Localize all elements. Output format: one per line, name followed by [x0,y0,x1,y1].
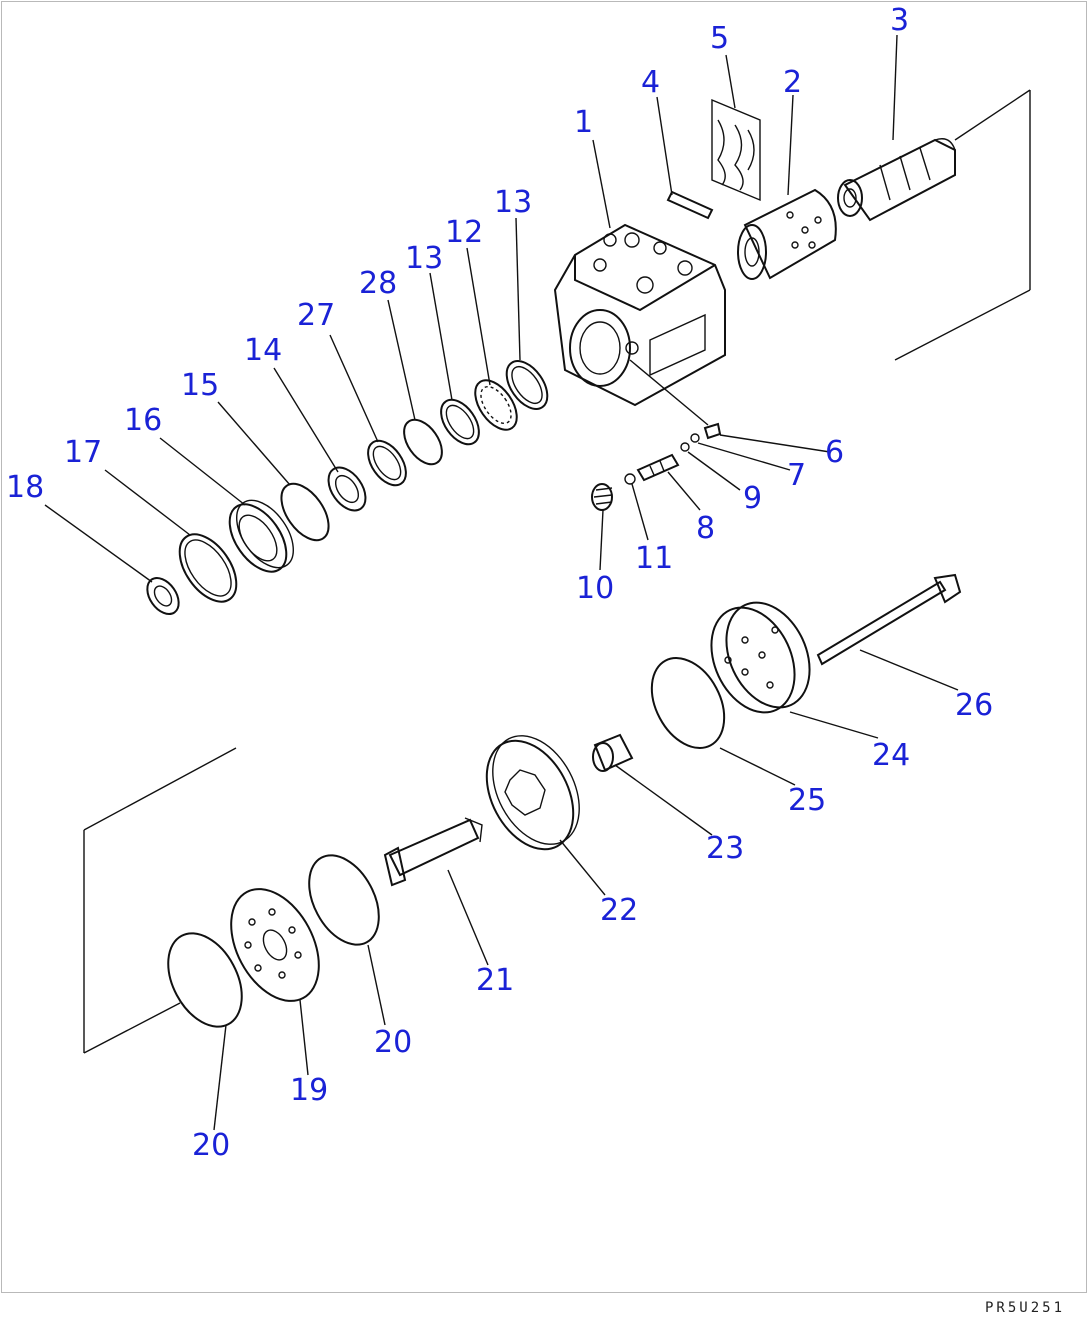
upper-boundary [894,89,1031,361]
callout-10: 10 [576,571,614,606]
part-2-sleeve [737,188,837,280]
drawing-code: PR5U251 [985,1300,1065,1316]
drawing-frame [1,1,1087,1293]
ring-25 [650,657,726,749]
callout-15: 15 [181,368,219,403]
lower-boundary [83,747,237,1054]
callout-4: 4 [641,65,660,100]
callout-27: 27 [297,298,335,333]
callout-1: 1 [574,105,593,140]
ring-15 [280,482,330,542]
part-8-check-valve [636,453,680,482]
callout-14: 14 [244,333,282,368]
part-9-ring [680,442,690,452]
callout-3: 3 [890,3,909,38]
part-23-spacer [592,733,634,772]
ring-13-lower [440,398,480,446]
part-4-pin [666,190,714,220]
callout-8: 8 [696,511,715,546]
part-21-drive-shaft [383,817,483,887]
callout-19: 19 [290,1073,328,1108]
part-3-spool [837,138,956,222]
part-16-seal [228,499,294,573]
callout-23: 23 [706,831,744,866]
callout-20-middle: 20 [374,1025,412,1060]
callout-28: 28 [359,266,397,301]
callout-20-bottom: 20 [192,1128,230,1163]
callout-11: 11 [635,541,673,576]
ring-17 [178,533,238,603]
part-1-housing [553,223,726,407]
callout-22: 22 [600,893,638,928]
callout-labels: 1 2 3 4 5 6 7 8 9 10 11 12 13 13 14 15 1… [6,3,993,1163]
part-5-springs [711,98,761,202]
ring-27 [367,439,407,487]
callout-21: 21 [476,963,514,998]
part-22-gerotor [485,735,580,851]
callout-2: 2 [783,65,802,100]
callout-25: 25 [788,783,826,818]
part-18-nut [146,576,180,616]
callout-13-upper: 13 [494,185,532,220]
callout-6: 6 [825,435,844,470]
callout-18: 18 [6,470,44,505]
part-11-ball [624,473,636,485]
callout-16: 16 [124,403,162,438]
ring-28 [403,418,443,466]
callout-13-lower: 13 [405,241,443,276]
callout-5: 5 [710,21,729,56]
part-10-plug [591,483,613,511]
callout-24: 24 [872,738,910,773]
part-26-bolt [816,573,962,666]
part-19-spacer-plate [230,888,320,1002]
part-24-end-cap [710,601,811,714]
callout-12: 12 [445,215,483,250]
ring-20-lower [167,932,243,1028]
part-14-bearing [327,466,367,512]
callout-9: 9 [743,481,762,516]
leader-lines [44,34,959,1131]
callout-17: 17 [64,435,102,470]
ring-13-upper [505,360,549,410]
part-12-bearing [474,379,518,431]
callout-26: 26 [955,688,993,723]
ring-20-upper [308,854,380,946]
callout-7: 7 [787,458,806,493]
part-7-ring [690,433,700,443]
part-6-plug [703,422,722,440]
